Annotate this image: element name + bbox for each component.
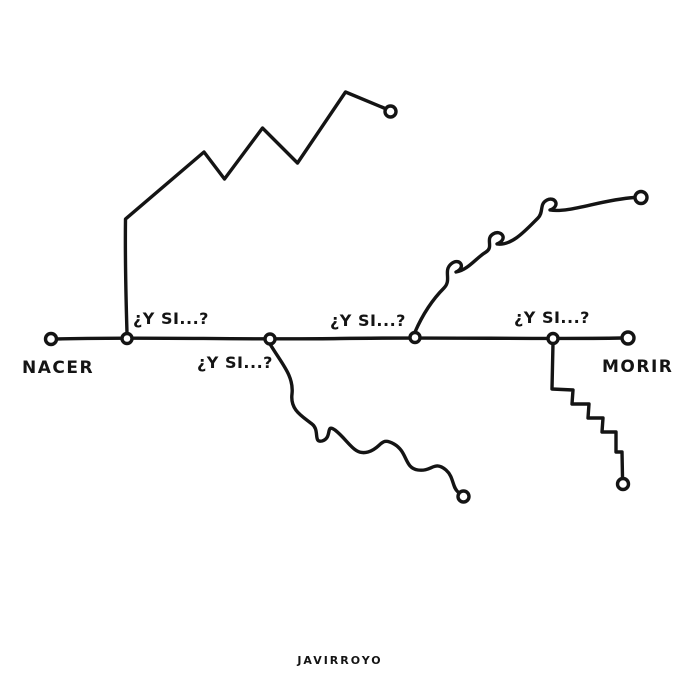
branch-node-2 bbox=[263, 332, 277, 346]
branch-zigzag-up bbox=[123, 90, 386, 335]
start-label: NACER bbox=[22, 358, 94, 378]
branch-2-label: ¿Y SI...? bbox=[197, 353, 273, 372]
drawing-strokes bbox=[43, 90, 649, 504]
branch-1-end-node bbox=[383, 104, 398, 119]
start-node bbox=[43, 331, 59, 347]
end-node bbox=[620, 330, 636, 346]
branch-3-label: ¿Y SI...? bbox=[330, 311, 406, 330]
branch-2-end-node bbox=[456, 489, 471, 504]
branch-4-label: ¿Y SI...? bbox=[514, 308, 590, 327]
branch-staircase-down bbox=[550, 341, 625, 479]
branch-curls-up bbox=[413, 195, 636, 334]
drawing-labels: ¿Y SI...? ¿Y SI...? ¿Y SI...? ¿Y SI...? … bbox=[22, 308, 673, 667]
branch-squiggle-down bbox=[268, 342, 460, 494]
main-timeline bbox=[54, 336, 624, 341]
branch-node-4 bbox=[546, 331, 560, 346]
branch-node-3 bbox=[408, 330, 422, 345]
branch-1-label: ¿Y SI...? bbox=[133, 309, 209, 328]
branch-node-1 bbox=[120, 331, 134, 346]
branch-4-end-node bbox=[615, 476, 631, 492]
artist-signature: JAVIRROYO bbox=[296, 654, 382, 667]
end-label: MORIR bbox=[602, 357, 673, 377]
branch-3-end-node bbox=[633, 189, 649, 206]
